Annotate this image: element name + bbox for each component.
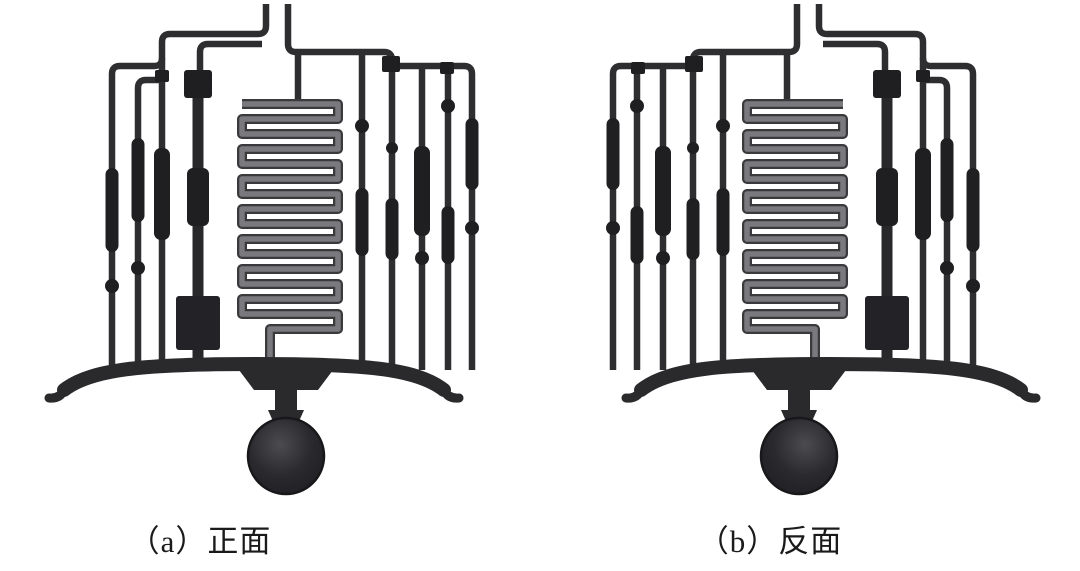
caption-panel-b: （b）反面 [697, 524, 843, 559]
front-view-diagram [49, 4, 479, 494]
piping-diagram-canvas [0, 0, 1080, 510]
caption-panel-a: （a）正面 [128, 524, 272, 559]
back-view-diagram [606, 4, 1036, 494]
